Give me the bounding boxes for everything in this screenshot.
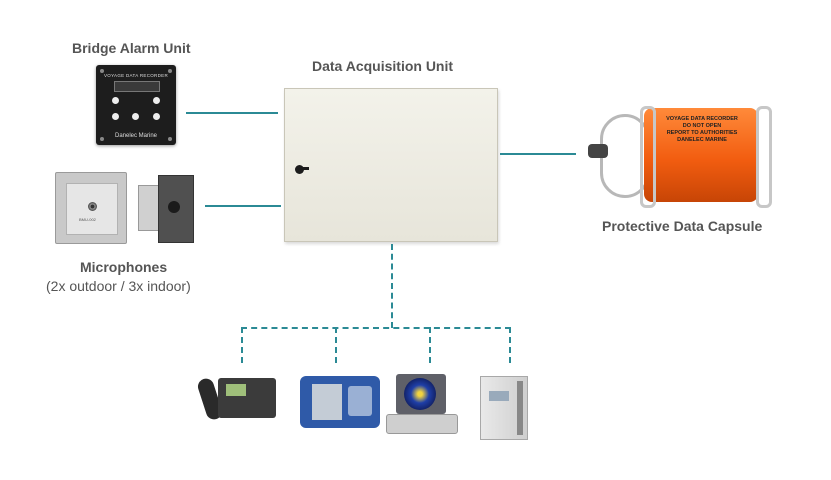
data-acquisition-unit-image xyxy=(284,88,498,242)
protective-data-capsule-label: Protective Data Capsule xyxy=(602,218,763,234)
bus-drop-4 xyxy=(509,327,511,363)
radar-console-image xyxy=(384,374,460,434)
bus-drop-3 xyxy=(429,327,431,363)
interface-unit-image xyxy=(480,376,528,440)
microphone-outdoor-image xyxy=(138,175,194,245)
microphones-label: Microphones xyxy=(80,259,168,275)
data-acquisition-unit-label: Data Acquisition Unit xyxy=(312,58,454,74)
bau-lcd xyxy=(114,81,160,92)
lock-icon xyxy=(295,165,304,174)
microphone-indoor-image: BMU-002 xyxy=(55,172,127,244)
microphones-note: (2x outdoor / 3x indoor) xyxy=(46,278,191,294)
connector-dau-pdc xyxy=(500,153,576,155)
microphone-tag: BMU-002 xyxy=(79,217,96,222)
capsule-warning-text: VOYAGE DATA RECORDER DO NOT OPEN REPORT … xyxy=(666,116,738,143)
protective-data-capsule-image: VOYAGE DATA RECORDER DO NOT OPEN REPORT … xyxy=(588,100,788,210)
connector-bau-dau xyxy=(186,112,278,114)
bridge-alarm-unit-image: VOYAGE DATA RECORDER Danelec Marine xyxy=(96,65,176,145)
vhf-radio-image xyxy=(195,370,280,432)
bau-panel-title: VOYAGE DATA RECORDER xyxy=(103,73,168,78)
radar-icon xyxy=(404,378,436,410)
bus-drop-1 xyxy=(241,327,243,363)
navigation-display-image xyxy=(300,376,380,428)
microphone-grill-icon xyxy=(88,202,97,211)
bus-line xyxy=(241,327,511,329)
connector-mic-dau xyxy=(205,205,281,207)
bridge-alarm-unit-label: Bridge Alarm Unit xyxy=(72,40,191,56)
connector-dau-bus xyxy=(391,244,393,328)
bus-drop-2 xyxy=(335,327,337,363)
bau-brand: Danelec Marine xyxy=(114,133,158,139)
